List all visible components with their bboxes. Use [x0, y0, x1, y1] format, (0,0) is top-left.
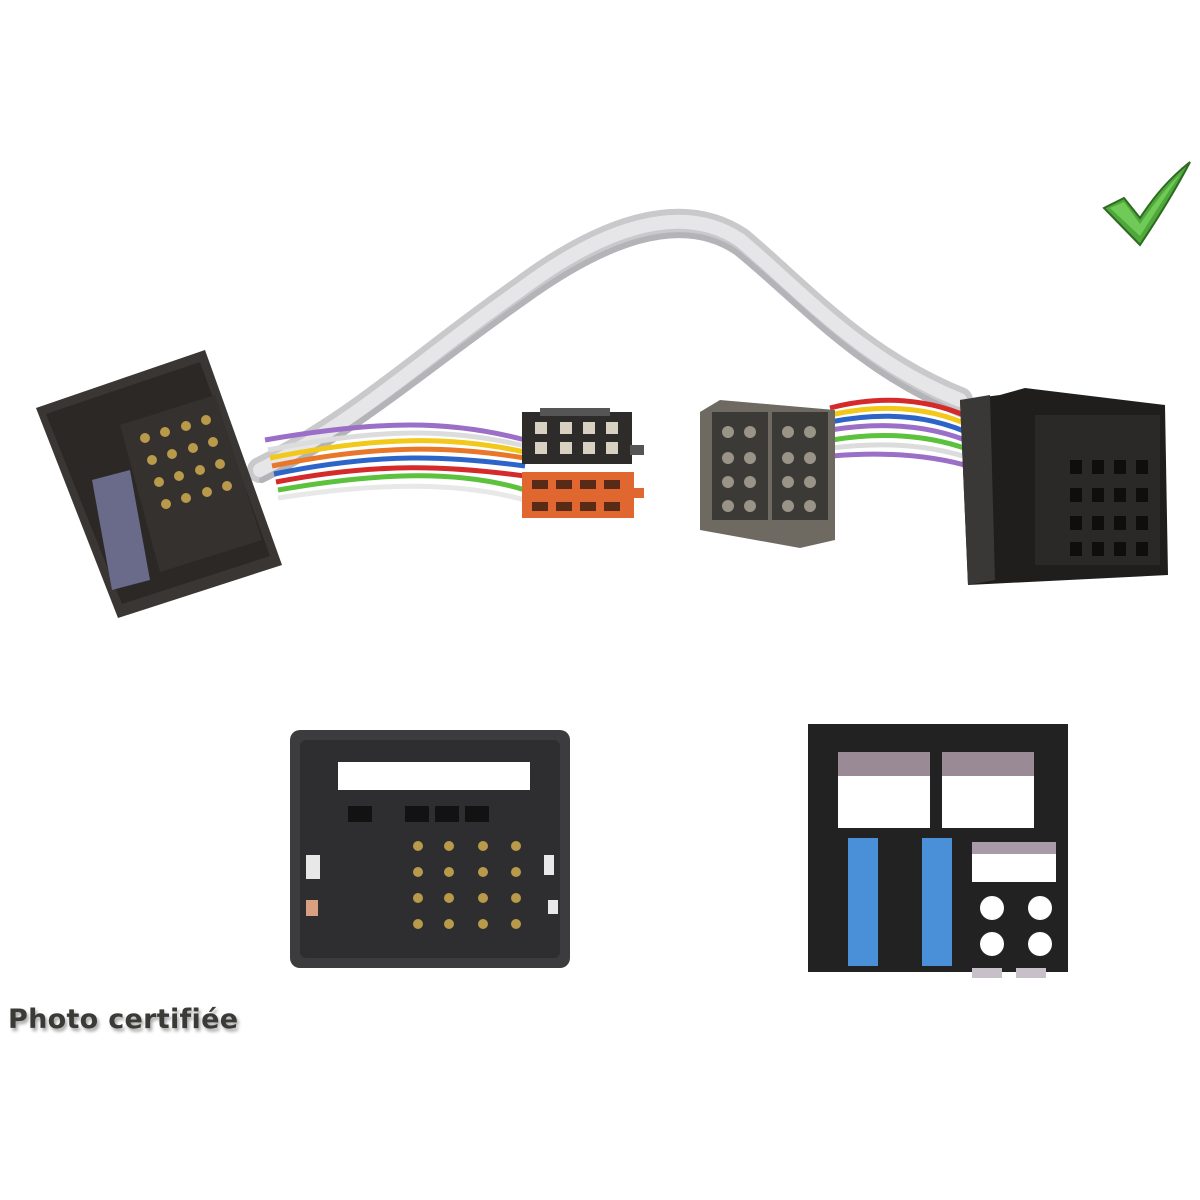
check-icon [1102, 161, 1191, 247]
colored-wires-left [264, 422, 526, 503]
quadlock-plug-left [36, 350, 282, 618]
iso-connector-gray [700, 400, 835, 548]
detail-connector-front [290, 730, 570, 968]
gray-ribbon-cable [247, 208, 973, 483]
quadlock-socket-right [960, 388, 1168, 585]
iso-connector-black-orange [522, 408, 644, 518]
photo-caption: Photo certifiée [8, 1004, 239, 1035]
detail-connector-rear [808, 724, 1068, 978]
colored-wires-right [829, 397, 977, 471]
